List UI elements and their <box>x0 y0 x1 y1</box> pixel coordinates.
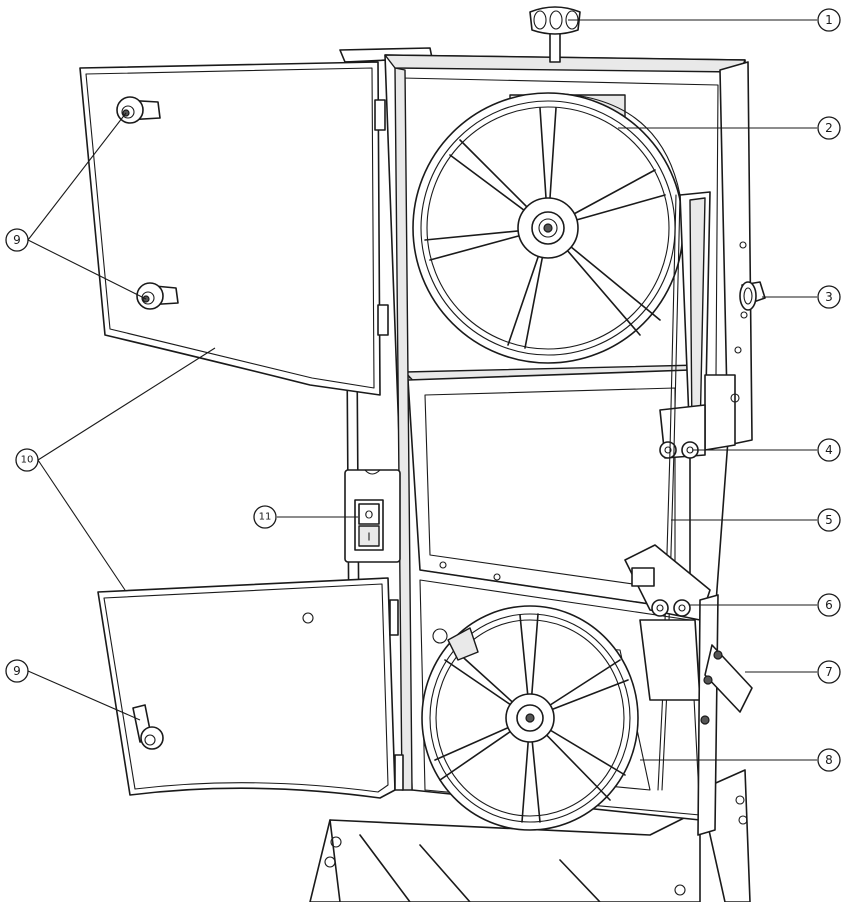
switch-off-symbol: I <box>367 531 370 544</box>
callout-3: 3 <box>817 285 841 309</box>
leader-lines <box>27 19 817 761</box>
callout-9-lower: 9 <box>5 659 29 683</box>
callout-2: 2 <box>817 116 841 140</box>
callout-5-label: 5 <box>825 513 833 527</box>
callout-11: 11 <box>253 505 277 529</box>
callout-8: 8 <box>817 748 841 772</box>
power-switch-panel: O I <box>344 469 401 563</box>
lower-door <box>97 577 404 799</box>
switch-on-symbol: O <box>365 509 374 522</box>
callout-8-label: 8 <box>825 753 833 767</box>
callout-4-label: 4 <box>825 443 833 457</box>
callout-10-label: 10 <box>21 455 34 466</box>
table-tilt-handle <box>697 594 753 836</box>
upper-wheel <box>412 92 684 364</box>
callout-7-label: 7 <box>825 665 833 679</box>
callout-10: 10 <box>15 448 39 472</box>
callout-4: 4 <box>817 438 841 462</box>
blade-tension-knob <box>529 6 581 63</box>
callout-9-upper: 9 <box>5 228 29 252</box>
callout-5: 5 <box>817 508 841 532</box>
upper-door <box>79 61 389 396</box>
callout-3-label: 3 <box>825 290 833 304</box>
callout-9-upper-label: 9 <box>13 233 21 247</box>
callout-7: 7 <box>817 660 841 684</box>
callout-11-label: 11 <box>259 512 272 523</box>
callout-1: 1 <box>817 8 841 32</box>
lower-blade-guide <box>624 544 711 701</box>
callout-1-label: 1 <box>825 13 833 27</box>
callout-2-label: 2 <box>825 121 833 135</box>
lower-wheel <box>421 605 651 831</box>
callout-6: 6 <box>817 593 841 617</box>
callout-9-lower-label: 9 <box>13 664 21 678</box>
callout-6-label: 6 <box>825 598 833 612</box>
